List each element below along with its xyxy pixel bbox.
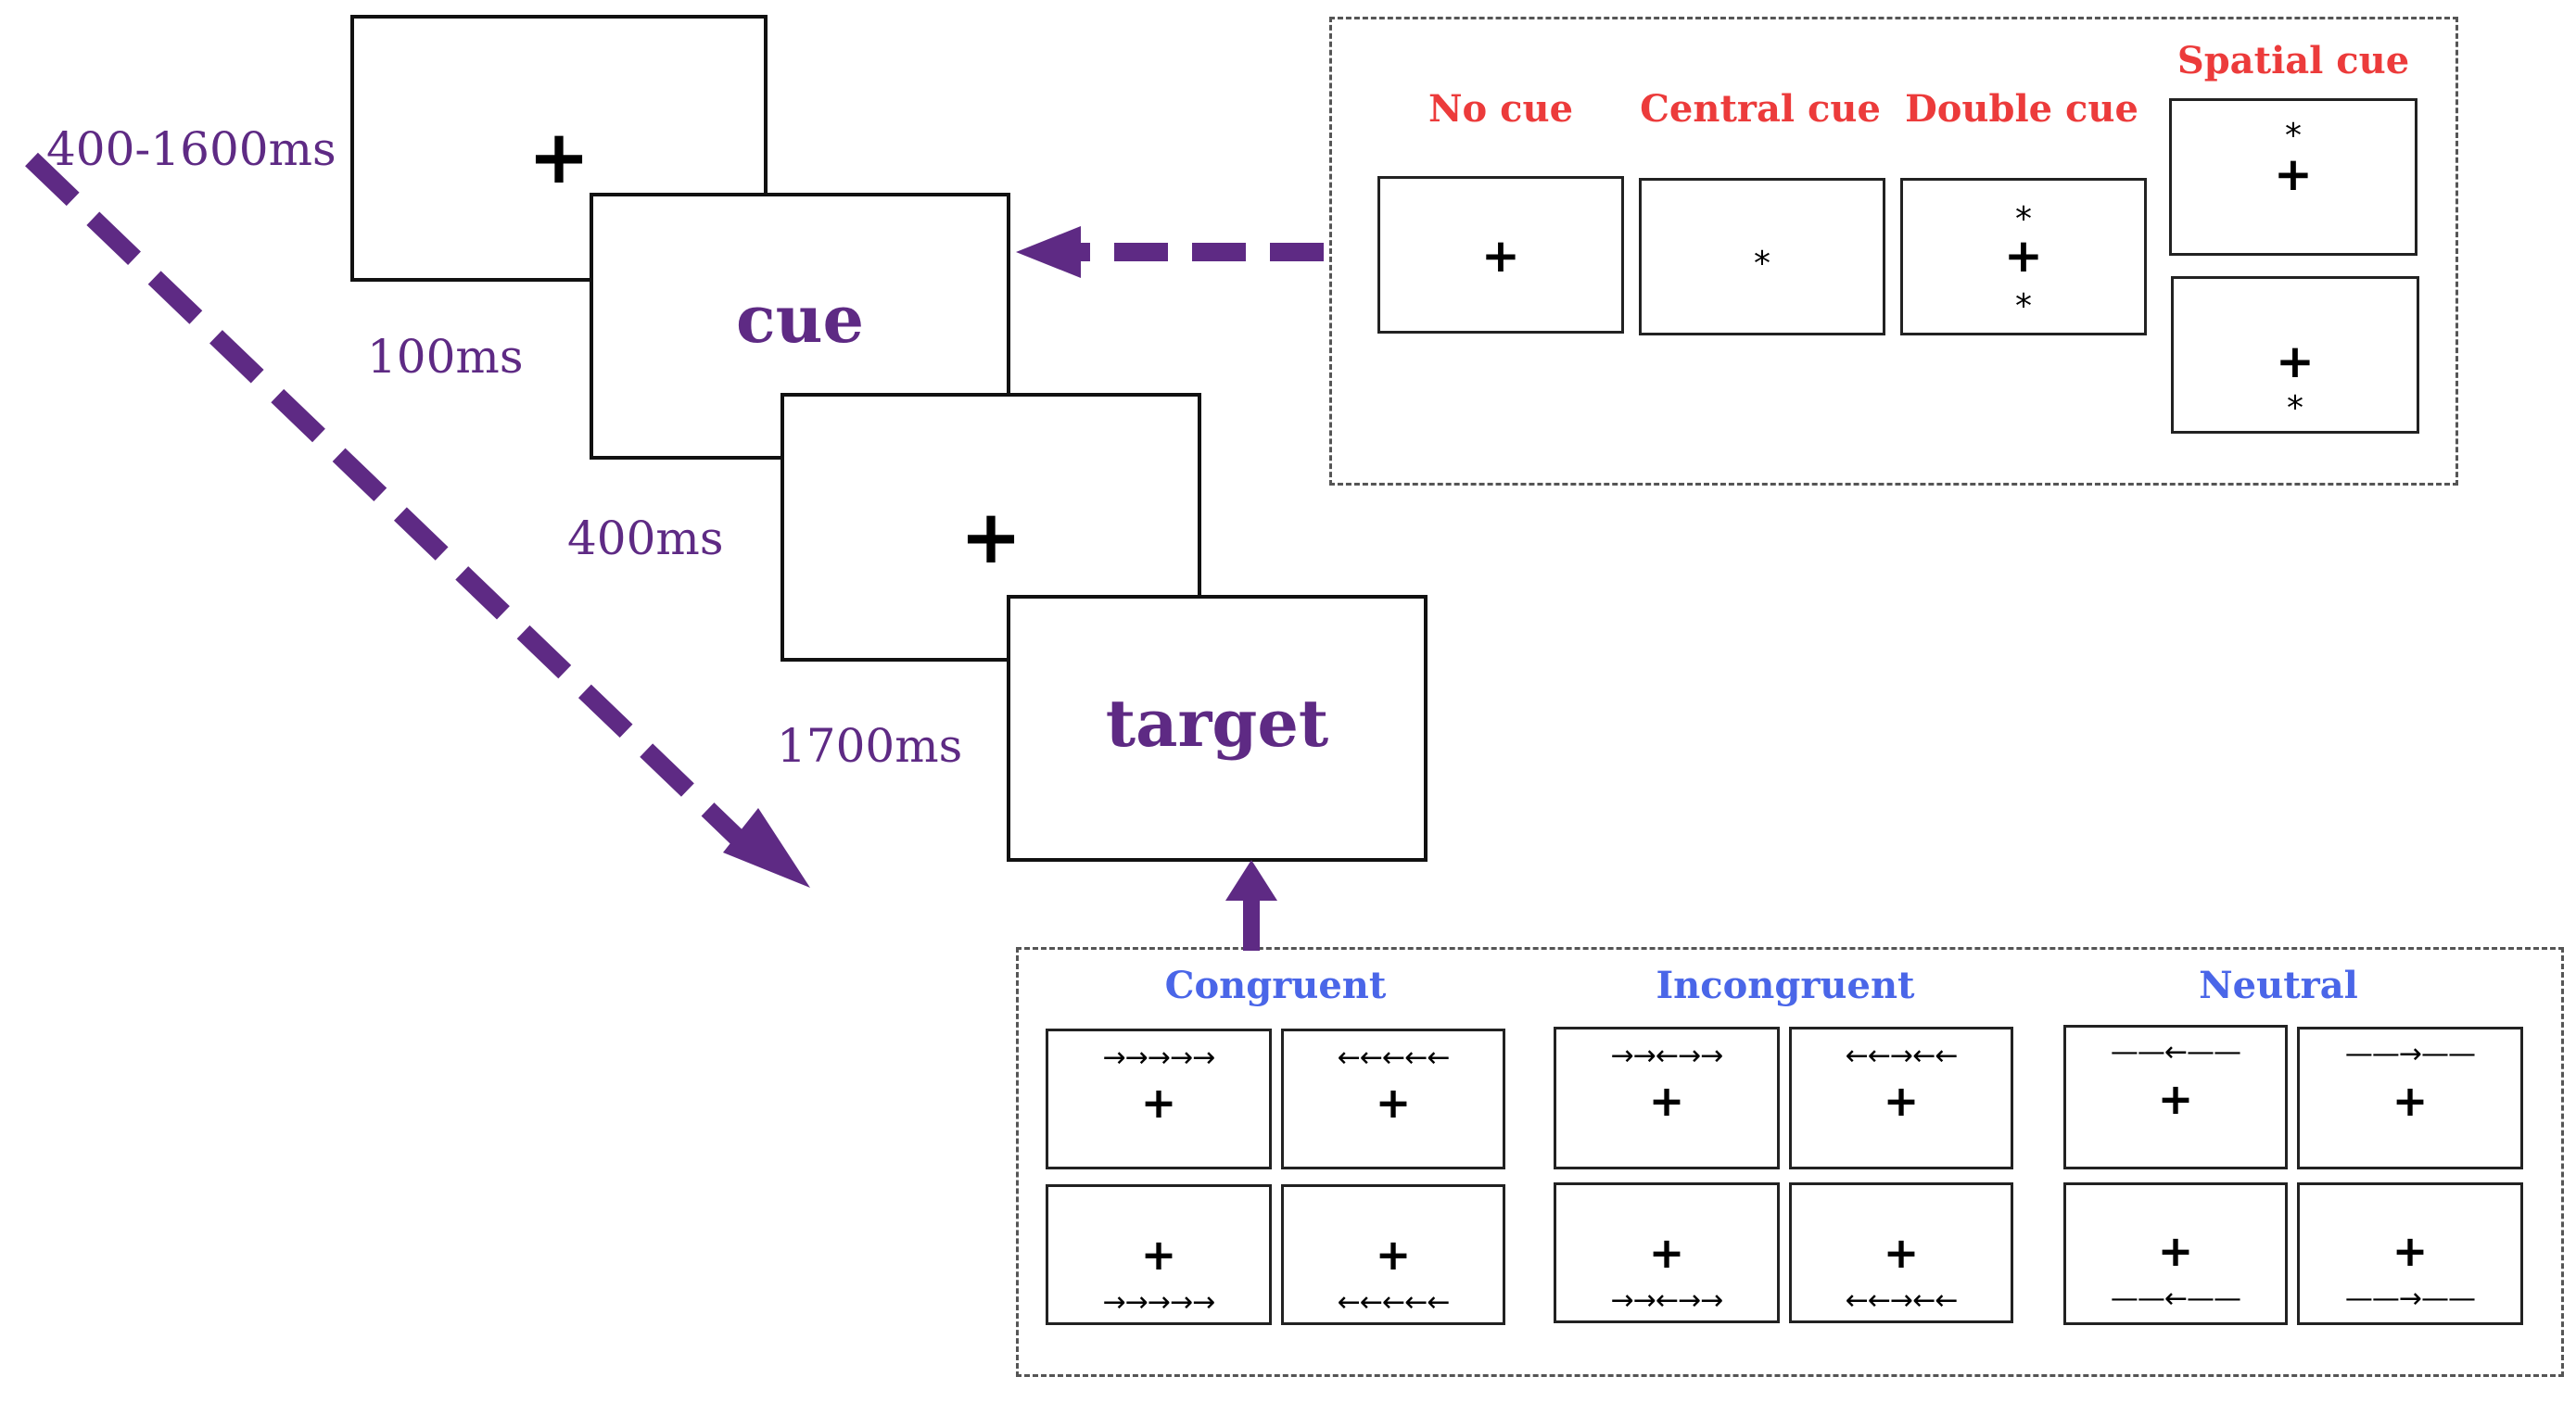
up-arrow-icon xyxy=(1225,860,1277,951)
spatial-cue-star: * xyxy=(2287,389,2303,427)
incongruent-left-top-box: ←←→←← + xyxy=(1789,1027,2013,1169)
flanker-row: ——→—— xyxy=(2344,1038,2476,1070)
post-cue-duration-label: 400ms xyxy=(567,512,724,565)
no-cue-box: + xyxy=(1377,176,1624,334)
fixation-cross: + xyxy=(1648,1076,1685,1126)
flanker-row: ←←→←← xyxy=(1845,1040,1959,1072)
central-cue-label: Central cue xyxy=(1640,87,1881,131)
central-cue-box: * xyxy=(1639,178,1885,335)
incongruent-left-bottom-box: + ←←→←← xyxy=(1789,1182,2013,1323)
congruent-label: Congruent xyxy=(1164,964,1387,1007)
fixation-duration-label: 400-1600ms xyxy=(46,122,336,176)
flanker-row: ——←—— xyxy=(2110,1036,2241,1068)
incongruent-right-bottom-box: + →→←→→ xyxy=(1554,1182,1780,1323)
incongruent-label: Incongruent xyxy=(1656,964,1915,1007)
fixation-cross: + xyxy=(2157,1074,2194,1124)
central-cue-star: * xyxy=(1754,245,1770,283)
congruent-left-top-box: ←←←←← + xyxy=(1281,1029,1505,1169)
flanker-row: ←←←←← xyxy=(1337,1286,1451,1319)
cue-conditions-panel xyxy=(1329,17,2458,486)
dashed-left-arrow-icon xyxy=(1016,226,1324,278)
fixation-cross: + xyxy=(1140,1230,1177,1280)
fixation-cross: + xyxy=(2392,1076,2429,1126)
double-cue-star-bottom: * xyxy=(2015,287,2032,325)
congruent-left-bottom-box: + ←←←←← xyxy=(1281,1184,1505,1325)
flanker-row: ←←←←← xyxy=(1337,1042,1451,1074)
double-cue-box: * + * xyxy=(1900,178,2147,335)
fixation-cross: + xyxy=(1883,1076,1920,1126)
neutral-right-bottom-box: + ——→—— xyxy=(2297,1182,2523,1325)
neutral-right-top-box: ——→—— + xyxy=(2297,1027,2523,1169)
fixation-cross: + xyxy=(1481,229,1520,283)
flanker-row: ←←→←← xyxy=(1845,1284,1959,1317)
target-duration-label: 1700ms xyxy=(777,719,963,773)
spatial-cue-star: * xyxy=(2285,117,2302,155)
neutral-left-bottom-box: + ——←—— xyxy=(2063,1182,2288,1325)
target-word: target xyxy=(1105,685,1329,762)
fixation-cross: + xyxy=(959,494,1022,580)
no-cue-label: No cue xyxy=(1428,87,1574,131)
fixation-cross: + xyxy=(527,114,590,200)
fixation-cross: + xyxy=(2274,147,2313,201)
cue-word: cue xyxy=(735,281,865,358)
fixation-cross: + xyxy=(1140,1078,1177,1128)
cue-duration-label: 100ms xyxy=(367,330,524,384)
double-cue-label: Double cue xyxy=(1905,87,2138,131)
flanker-row: →→→→→ xyxy=(1102,1042,1216,1074)
spatial-cue-bottom-box: + * xyxy=(2171,276,2419,434)
target-conditions-panel xyxy=(1016,947,2564,1377)
fixation-cross: + xyxy=(2004,229,2043,283)
fixation-cross: + xyxy=(1375,1078,1412,1128)
fixation-cross: + xyxy=(2276,335,2315,388)
congruent-right-bottom-box: + →→→→→ xyxy=(1046,1184,1272,1325)
flanker-row: ——←—— xyxy=(2110,1282,2241,1315)
fixation-cross: + xyxy=(1375,1230,1412,1280)
congruent-right-top-box: →→→→→ + xyxy=(1046,1029,1272,1169)
neutral-left-top-box: ——←—— + xyxy=(2063,1025,2288,1169)
fixation-screen-1: + xyxy=(350,15,768,282)
flanker-row: ——→—— xyxy=(2344,1282,2476,1315)
spatial-cue-label: Spatial cue xyxy=(2176,39,2410,82)
neutral-label: Neutral xyxy=(2199,964,2358,1007)
flanker-row: →→→→→ xyxy=(1102,1286,1216,1319)
fixation-cross: + xyxy=(1883,1228,1920,1278)
fixation-cross: + xyxy=(2392,1226,2429,1276)
target-screen: target xyxy=(1007,595,1428,862)
dashed-diagonal-arrow-icon xyxy=(25,152,810,888)
incongruent-right-top-box: →→←→→ + xyxy=(1554,1027,1780,1169)
flanker-row: →→←→→ xyxy=(1610,1040,1724,1072)
spatial-cue-top-box: * + xyxy=(2169,98,2417,256)
fixation-cross: + xyxy=(1648,1228,1685,1278)
double-cue-star-top: * xyxy=(2015,200,2032,238)
fixation-cross: + xyxy=(2157,1226,2194,1276)
flanker-row: →→←→→ xyxy=(1610,1284,1724,1317)
